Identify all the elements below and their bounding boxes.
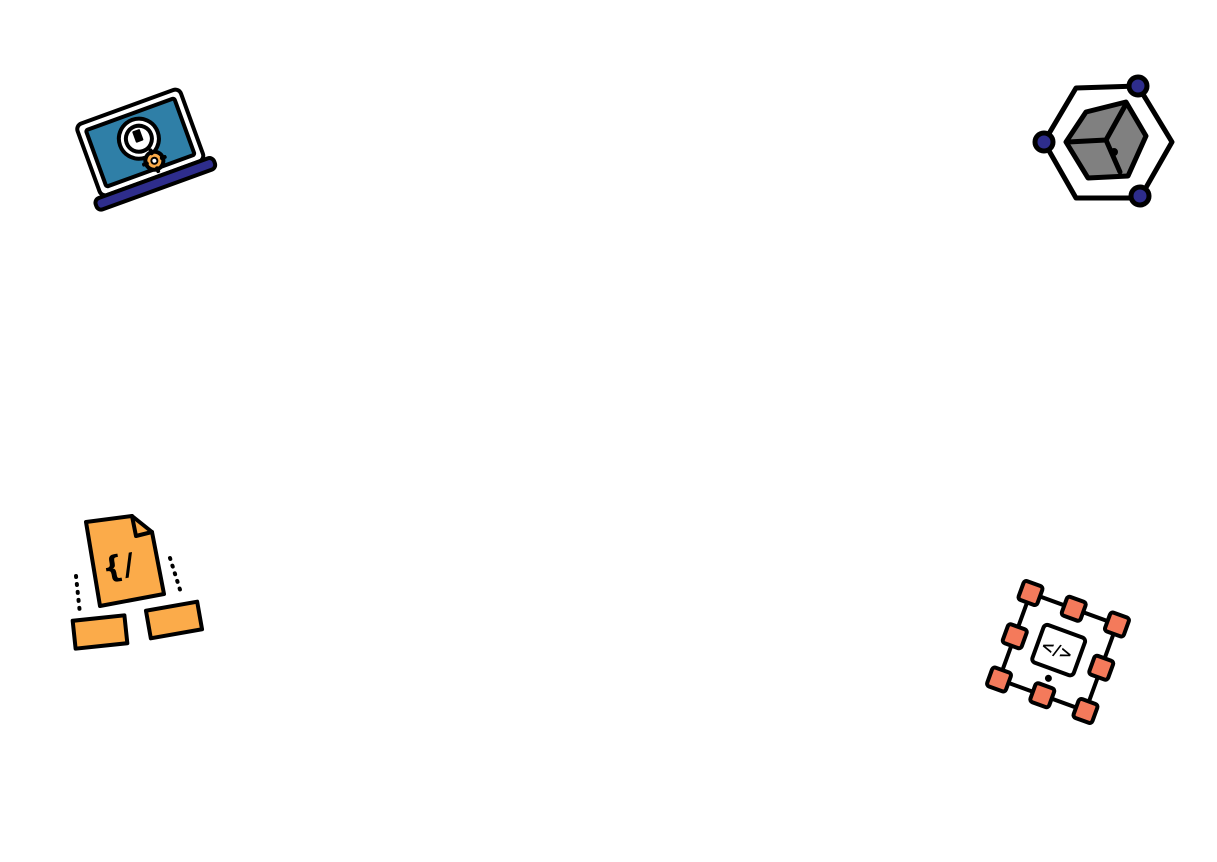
code-file-blocks-icon: {/: [70, 514, 205, 651]
code-node-grid-icon: </>: [985, 579, 1131, 725]
svg-text:{/: {/: [99, 547, 137, 587]
hexagon-cube-icon: [1032, 74, 1175, 208]
laptop-settings-icon: [75, 87, 218, 212]
